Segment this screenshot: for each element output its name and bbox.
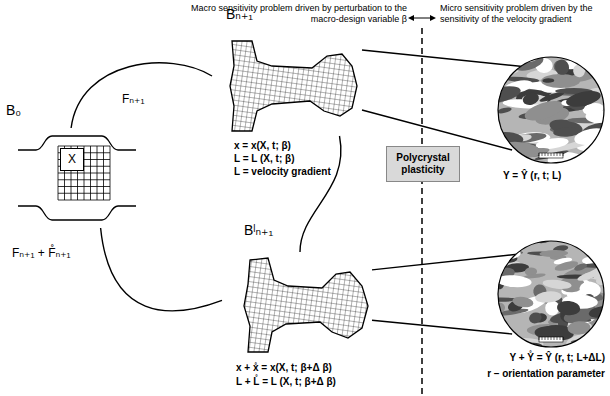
shape-outline — [497, 240, 605, 348]
deformed-mesh — [244, 258, 368, 352]
edge-label: Fₙ₊₁ — [120, 92, 147, 106]
node-label: B₀ — [6, 102, 21, 119]
mesh-grid — [58, 146, 110, 200]
process-box: Polycrystal plasticity — [386, 146, 460, 182]
mapping-curve — [101, 228, 222, 311]
node-label: Polycrystal plasticity — [390, 152, 456, 176]
microstructure-circle: Y = Ŷ (r, t; L) — [497, 56, 605, 164]
shape-outline — [18, 128, 136, 228]
parameter-note: r – orientation parameter — [487, 368, 605, 380]
divider-line — [421, 28, 423, 396]
circle-outline — [498, 57, 604, 163]
equation: L = velocity gradient — [234, 166, 331, 178]
equation: L = L (X, t; β) — [234, 153, 294, 165]
scale-bar — [539, 153, 563, 158]
mapping-curve — [362, 50, 525, 150]
section-heading: Macro sensitivity problem driven by pert… — [175, 3, 407, 25]
mapping-curve — [71, 63, 212, 128]
perturbed-body: Bˡₙ₊₁ — [222, 252, 372, 357]
node-label: Y + Y̊ = Ŷ (r, t; L+ΔL) — [510, 352, 605, 364]
body-outline — [18, 206, 136, 220]
grain-texture — [480, 41, 610, 175]
grain-texture — [481, 231, 610, 356]
point-box: X — [60, 148, 84, 171]
node-label: Bˡₙ₊₁ — [244, 222, 273, 239]
shape-outline — [497, 56, 605, 164]
shape-outline — [212, 36, 362, 136]
equation: x + x̊ = x(X, t; β+Δ β) — [236, 362, 332, 374]
circle-outline — [498, 241, 604, 347]
double-arrow — [408, 15, 436, 21]
equation: L + L̊ = L (X, t; β+Δ β) — [236, 376, 336, 388]
equation: x = x(X, t; β) — [234, 140, 291, 152]
deformed-mesh — [230, 41, 357, 131]
node-label: X — [68, 152, 76, 166]
section-heading: Micro sensitivity problem driven by the … — [440, 3, 606, 25]
edge-label: Fₙ₊₁ + F̊ₙ₊₁ — [10, 246, 73, 260]
body-b0: B₀X — [18, 128, 136, 228]
mapping-curve — [300, 136, 341, 252]
scale-bar — [539, 337, 563, 342]
node-label: Y = Ŷ (r, t; L) — [503, 170, 561, 182]
shape-outline — [222, 252, 372, 357]
deformed-body: Bₙ₊₁ — [212, 36, 362, 136]
microstructure-circle: Y + Y̊ = Ŷ (r, t; L+ΔL) — [497, 240, 605, 348]
